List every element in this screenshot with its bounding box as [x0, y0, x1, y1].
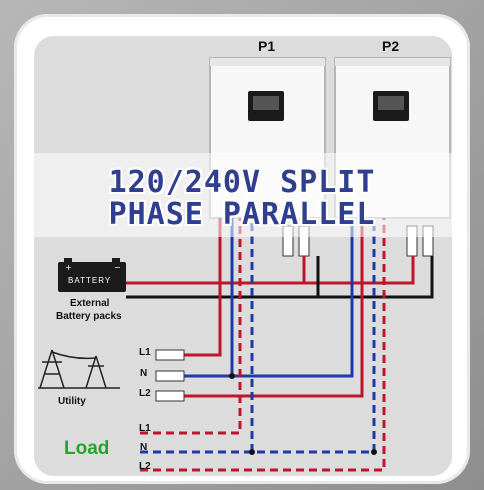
svg-text:+: + [65, 263, 72, 272]
title-line-1: 120/240V SPLIT [108, 165, 376, 200]
utility-tower-icon [38, 349, 120, 389]
load-terminal-l2: L2 [139, 461, 151, 472]
utility-terminal-l1: L1 [139, 347, 151, 358]
battery-icon: + − [58, 258, 126, 292]
utility-terminal-l2: L2 [139, 388, 151, 399]
load-l1-wire [140, 218, 242, 435]
battery-negative-wire [126, 256, 434, 299]
utility-l2-wire [184, 218, 364, 398]
load-terminal-l1: L1 [139, 423, 151, 434]
battery-positive-wire [126, 256, 415, 285]
load-n-wire [140, 218, 377, 455]
inverter-p1-label: P1 [258, 38, 276, 54]
svg-text:−: − [114, 263, 121, 272]
utility-caption: Utility [58, 396, 86, 407]
battery-caption-line1: External [70, 298, 110, 309]
utility-l1-wire [184, 218, 222, 357]
utility-terminal-blocks [155, 349, 185, 402]
load-l2-wire [140, 218, 386, 472]
battery-caption-line2: Battery packs [56, 311, 122, 322]
battery-label: BATTERY [68, 276, 112, 285]
load-terminal-n: N [140, 442, 148, 453]
load-caption: Load [64, 438, 110, 459]
title-banner [28, 153, 456, 237]
utility-terminal-n: N [140, 368, 148, 379]
title-line-2: PHASE PARALLEL [108, 197, 376, 232]
inverter-p2-label: P2 [382, 38, 400, 54]
